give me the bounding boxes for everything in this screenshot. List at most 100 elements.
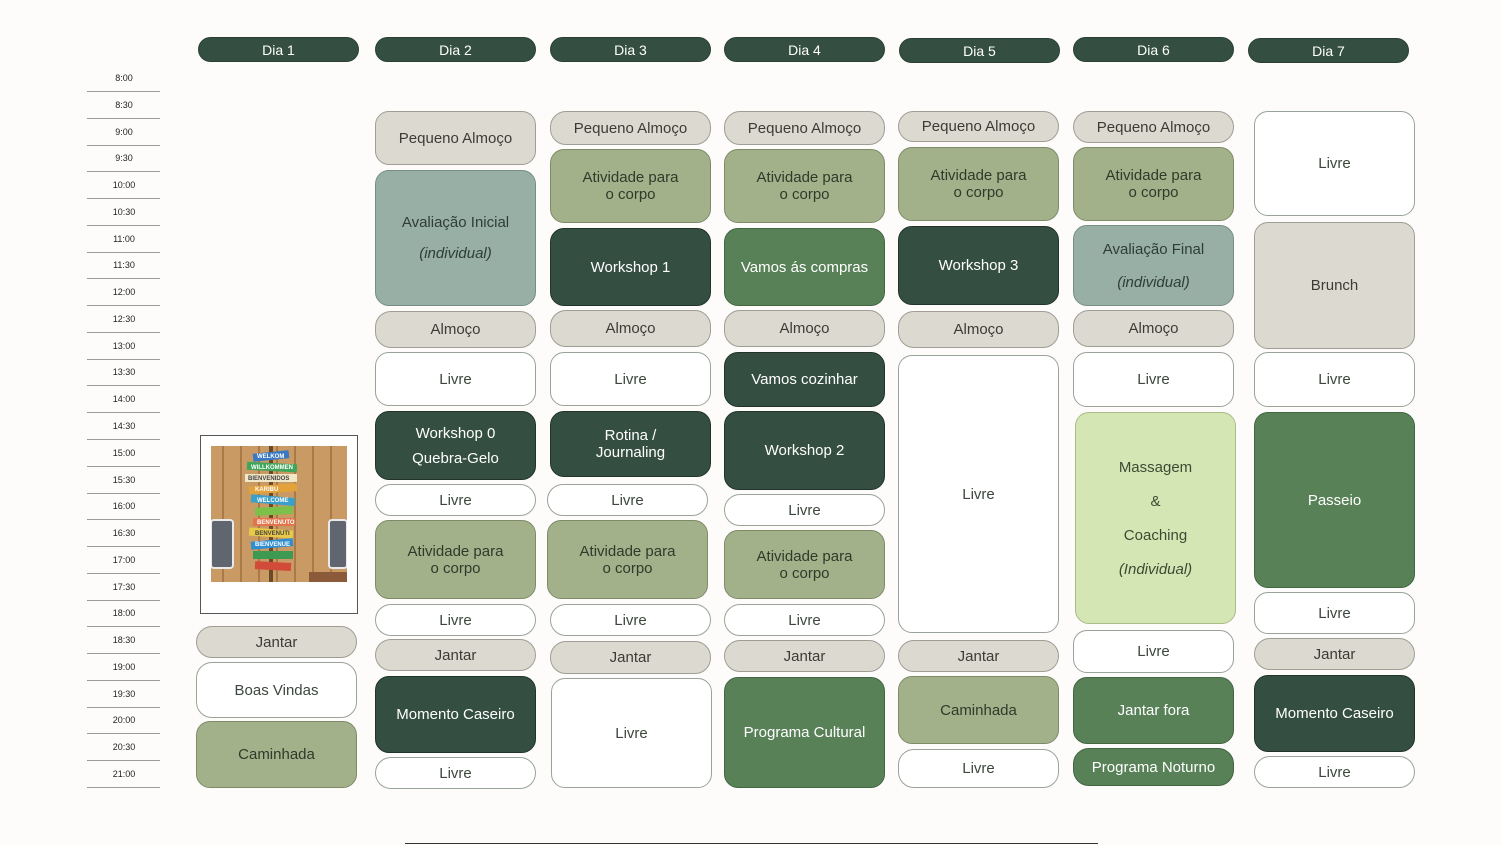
time-divider [87, 733, 160, 735]
time-divider [87, 251, 160, 253]
dia5-caminhada-label: Caminhada [940, 701, 1017, 719]
dia6-almoco[interactable]: Almoço [1073, 310, 1234, 347]
time-label: 14:30 [112, 421, 136, 431]
dia3-rotina-journaling[interactable]: Rotina / Journaling [550, 411, 711, 477]
dia7-livre-3-label: Livre [1318, 604, 1351, 622]
dia2-pequeno-almoco[interactable]: Pequeno Almoço [375, 111, 536, 165]
time-label: 20:30 [112, 742, 136, 753]
dia3-jantar-label: Jantar [609, 649, 652, 666]
dia4-livre-2[interactable]: Livre [724, 604, 885, 636]
dia1-jantar[interactable]: Jantar [196, 626, 357, 658]
dia4-pequeno-almoco[interactable]: Pequeno Almoço [724, 111, 885, 145]
dia6-amp-label: & [1150, 492, 1161, 510]
dia2-almoco-label: Almoço [430, 321, 481, 338]
dia5-livre-2[interactable]: Livre [898, 749, 1059, 788]
dia2-avaliacao-inicial[interactable]: Avaliação Inicial (individual) [375, 170, 536, 306]
dia6-jantar-fora[interactable]: Jantar fora [1073, 677, 1234, 744]
dia7-livre-4[interactable]: Livre [1254, 756, 1415, 788]
dia6-avaliacao-final[interactable]: Avaliação Final (individual) [1073, 225, 1234, 306]
dia6-programa-noturno[interactable]: Programa Noturno [1073, 748, 1234, 786]
dia4-livre-1[interactable]: Livre [724, 494, 885, 526]
dia7-passeio[interactable]: Passeio [1254, 412, 1415, 588]
dia4-programa-cultural[interactable]: Programa Cultural [724, 677, 885, 788]
dia3-pequeno-almoco-label: Pequeno Almoço [573, 119, 688, 137]
dia3-workshop-1[interactable]: Workshop 1 [550, 228, 711, 306]
dia2-almoco[interactable]: Almoço [375, 311, 536, 348]
dia5-caminhada[interactable]: Caminhada [898, 676, 1059, 744]
dia4-workshop-2[interactable]: Workshop 2 [724, 411, 885, 490]
dia7-livre-1[interactable]: Livre [1254, 111, 1415, 216]
dia2-workshop-0[interactable]: Workshop 0 Quebra-Gelo [375, 411, 536, 480]
dia3-atividade-corpo-2[interactable]: Atividade para o corpo [547, 520, 708, 599]
time-divider [87, 679, 160, 681]
svg-text:BIENVENUE: BIENVENUE [255, 542, 290, 548]
dia4-vamos-cozinhar[interactable]: Vamos cozinhar [724, 352, 885, 407]
dia7-livre-2[interactable]: Livre [1254, 352, 1415, 407]
dia3-pequeno-almoco[interactable]: Pequeno Almoço [550, 111, 711, 145]
dia2-livre-1[interactable]: Livre [375, 352, 536, 406]
dia3-atividade-1-line2: o corpo [605, 186, 656, 203]
dia5-pequeno-almoco[interactable]: Pequeno Almoço [898, 111, 1059, 142]
signpost-image: WELKOM WILLKOMMEN BIENVENIDOS KARIBU WEL… [211, 446, 347, 582]
dia4-atividade-2-line2: o corpo [779, 564, 830, 582]
dia3-livre-4[interactable]: Livre [551, 678, 712, 788]
dia2-livre-4[interactable]: Livre [375, 757, 536, 789]
dia5-atividade-corpo[interactable]: Atividade para o corpo [898, 147, 1059, 221]
dia2-atividade-line2: o corpo [430, 559, 481, 577]
time-label: 20:00 [112, 715, 136, 726]
dia7-passeio-label: Passeio [1307, 491, 1362, 509]
dia3-workshop-1-label: Workshop 1 [590, 258, 671, 276]
dia7-brunch[interactable]: Brunch [1254, 222, 1415, 349]
dia1-boas-vindas-label: Boas Vindas [234, 681, 319, 699]
dia3-livre-1-label: Livre [614, 370, 647, 388]
dia7-jantar[interactable]: Jantar [1254, 638, 1415, 670]
svg-text:WILLKOMMEN: WILLKOMMEN [251, 465, 293, 471]
dia4-vamos-compras[interactable]: Vamos ás compras [724, 228, 885, 306]
dia5-livre-1[interactable]: Livre [898, 355, 1059, 633]
dia2-livre-1-label: Livre [439, 370, 472, 388]
dia6-pequeno-almoco[interactable]: Pequeno Almoço [1073, 111, 1234, 143]
dia6-avaliacao-label: Avaliação Final [1102, 240, 1205, 258]
dia3-jantar[interactable]: Jantar [550, 641, 711, 674]
dia3-livre-3[interactable]: Livre [550, 604, 711, 636]
dia2-momento-caseiro-label: Momento Caseiro [396, 706, 515, 723]
dia6-livre-2[interactable]: Livre [1073, 630, 1234, 673]
dia4-jantar[interactable]: Jantar [724, 640, 885, 672]
dia2-livre-2[interactable]: Livre [375, 484, 536, 516]
time-divider [87, 385, 160, 387]
dia6-massagem-coaching[interactable]: Massagem & Coaching (Individual) [1075, 412, 1236, 624]
dia4-livre-2-label: Livre [788, 611, 821, 629]
dia6-atividade-corpo[interactable]: Atividade para o corpo [1073, 147, 1234, 221]
dia3-livre-1[interactable]: Livre [550, 352, 711, 406]
dia2-jantar[interactable]: Jantar [375, 639, 536, 671]
dia7-livre-4-label: Livre [1318, 763, 1351, 781]
dia2-quebra-gelo-label: Quebra-Gelo [412, 449, 499, 467]
dia4-atividade-corpo-2[interactable]: Atividade para o corpo [724, 530, 885, 599]
dia6-coaching-label: Coaching [1123, 526, 1188, 544]
dia6-livre-1[interactable]: Livre [1073, 352, 1234, 407]
time-label: 17:30 [112, 581, 136, 592]
welcome-signpost-photo: WELKOM WILLKOMMEN BIENVENIDOS KARIBU WEL… [211, 446, 347, 582]
dia3-livre-2[interactable]: Livre [547, 484, 708, 516]
dia1-boas-vindas[interactable]: Boas Vindas [196, 662, 357, 718]
day-header-6: Dia 6 [1073, 37, 1234, 62]
dia2-livre-4-label: Livre [439, 764, 472, 782]
time-label: 15:00 [112, 447, 136, 458]
dia7-livre-3[interactable]: Livre [1254, 592, 1415, 634]
dia2-momento-caseiro[interactable]: Momento Caseiro [375, 676, 536, 753]
dia1-caminhada[interactable]: Caminhada [196, 721, 357, 788]
dia4-almoco[interactable]: Almoço [724, 310, 885, 347]
dia5-almoco[interactable]: Almoço [898, 311, 1059, 348]
dia2-livre-3[interactable]: Livre [375, 604, 536, 636]
svg-text:WELCOME: WELCOME [257, 498, 288, 504]
dia3-atividade-corpo-1[interactable]: Atividade para o corpo [550, 149, 711, 223]
dia2-atividade-corpo[interactable]: Atividade para o corpo [375, 520, 536, 599]
dia7-brunch-label: Brunch [1310, 277, 1359, 294]
dia3-almoco[interactable]: Almoço [550, 310, 711, 347]
dia5-jantar[interactable]: Jantar [898, 640, 1059, 672]
time-divider [87, 465, 160, 467]
dia4-atividade-1-line1: Atividade para [756, 169, 853, 186]
dia4-atividade-corpo-1[interactable]: Atividade para o corpo [724, 149, 885, 223]
dia5-workshop-3[interactable]: Workshop 3 [898, 226, 1059, 305]
dia7-momento-caseiro[interactable]: Momento Caseiro [1254, 675, 1415, 752]
